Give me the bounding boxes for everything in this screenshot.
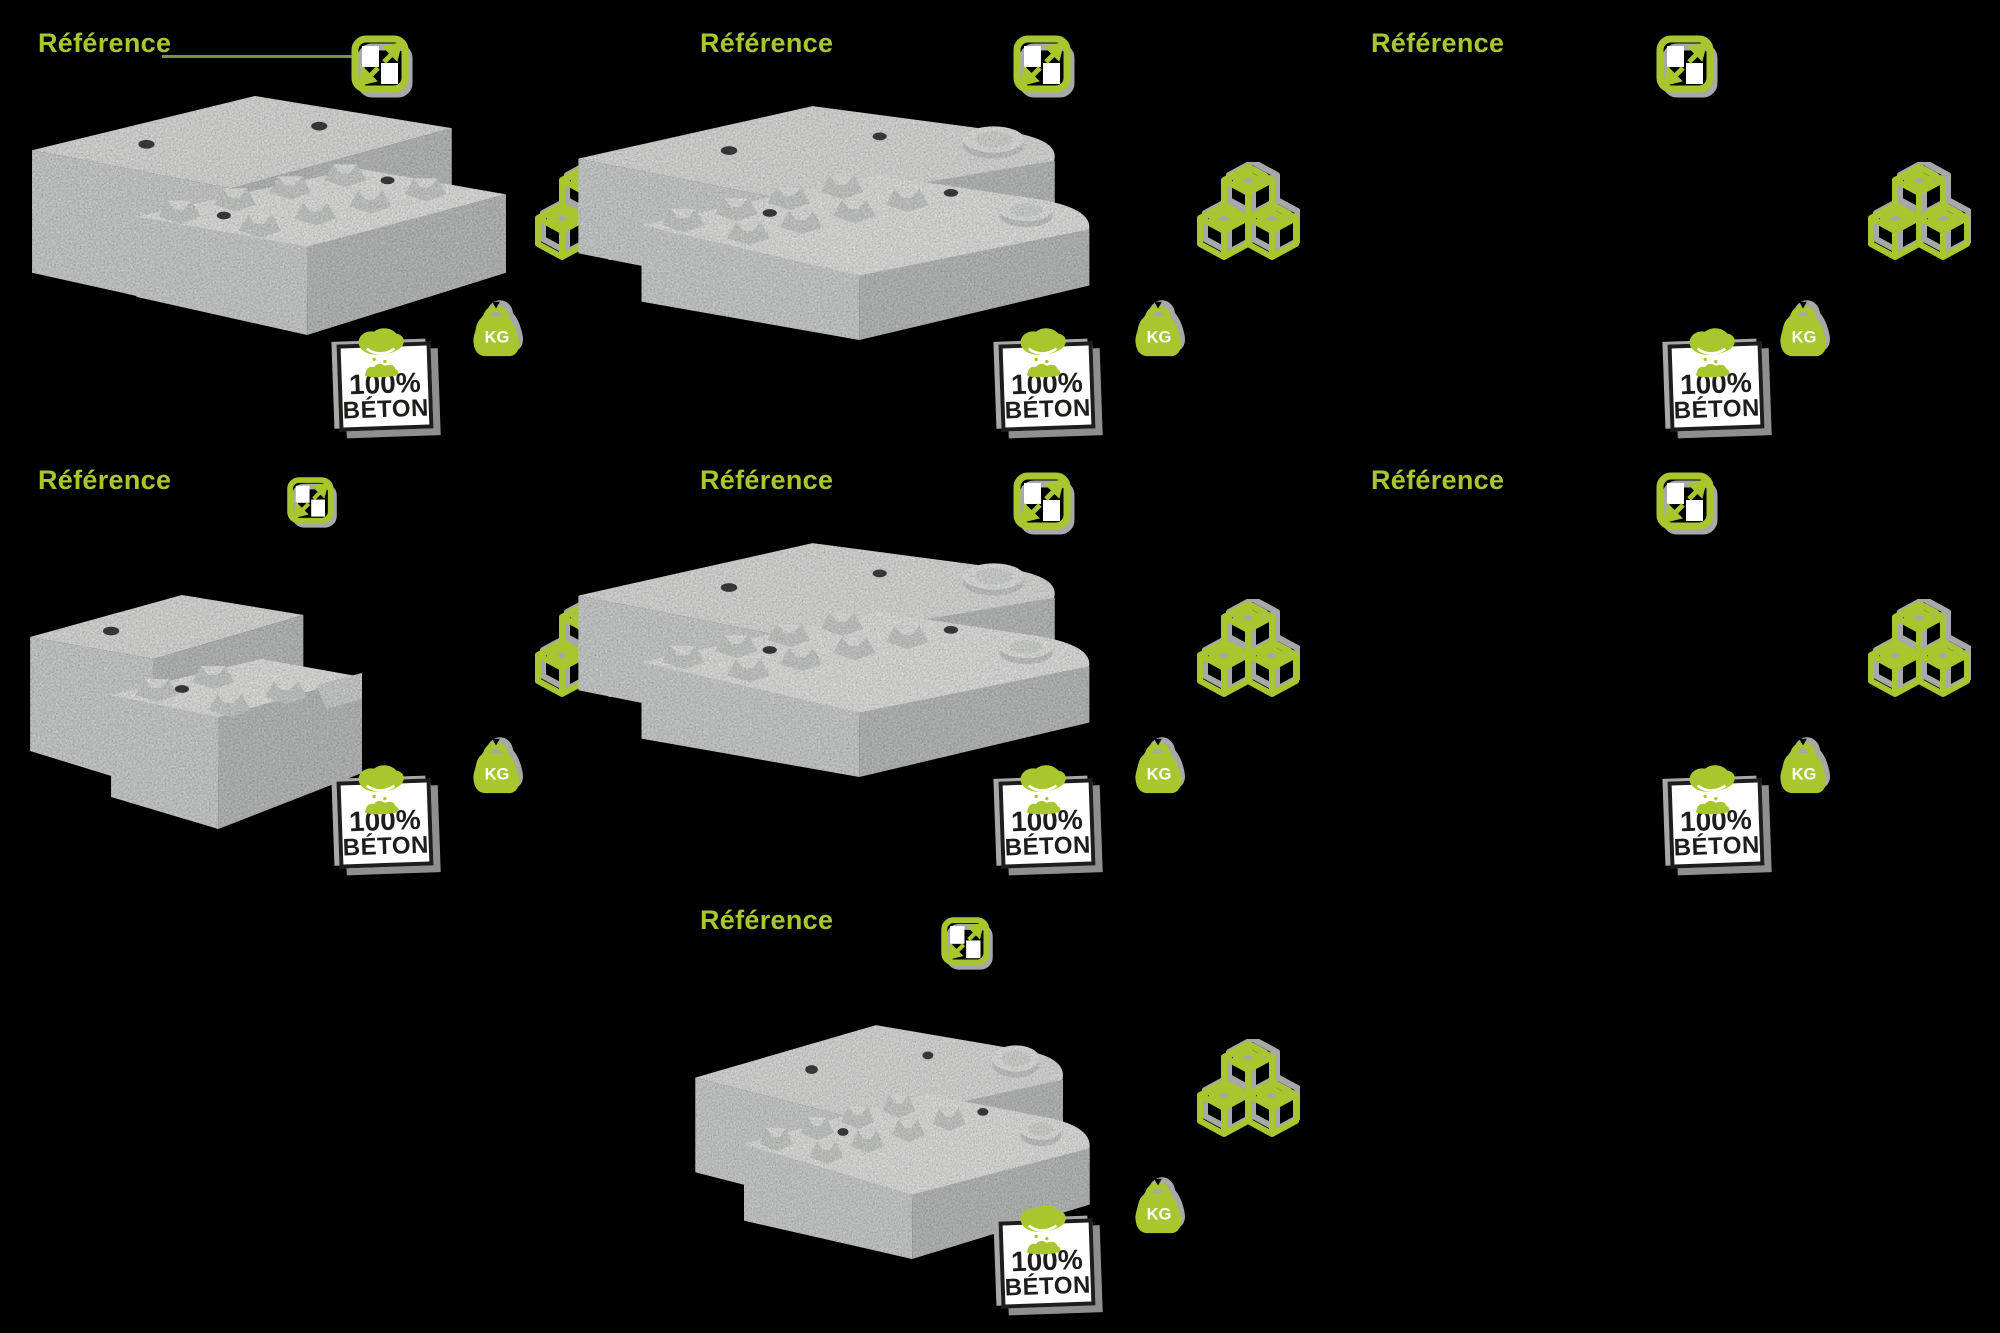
concrete-block-pair-rounded-corner — [678, 1003, 1118, 1263]
kg-weight-icon: KG — [1128, 292, 1190, 362]
cubes-stack-icon — [1868, 599, 1971, 697]
cubes-stack-icon — [1197, 162, 1300, 260]
expand-arrows-icon — [1656, 35, 1718, 98]
stacked-cubes-icon — [1867, 162, 1971, 268]
100-percent-beton-badge: 100% BÉTON — [998, 1205, 1096, 1309]
expand-arrows-icon — [1656, 472, 1718, 535]
dimensions-icon — [1655, 471, 1719, 535]
product-card: Référence KG 100% BÉTON — [1333, 437, 1993, 874]
reference-leader-line — [162, 55, 354, 58]
concrete-block-pair-long-studded — [18, 84, 510, 340]
product-card: Référence KG 100% BÉTON — [578, 0, 1322, 437]
expand-arrows-icon — [351, 35, 413, 98]
concrete-pour-hand-icon — [358, 328, 404, 378]
badge-line-beton: BÉTON — [342, 394, 430, 425]
concrete-block-pair-short-studded — [18, 537, 362, 837]
stacked-cubes-icon — [1867, 599, 1971, 705]
kettlebell-icon: KG — [1135, 1177, 1185, 1234]
kettlebell-icon: KG — [1780, 737, 1830, 794]
100-percent-beton-badge: 100% BÉTON — [336, 328, 434, 432]
expand-arrows-icon — [287, 477, 337, 528]
dimensions-icon — [286, 471, 338, 533]
reference-label: Référence — [1371, 28, 1505, 58]
badge-line-beton: BÉTON — [1673, 831, 1761, 862]
concrete-pour-hand-icon — [1689, 328, 1735, 378]
badge-line-beton: BÉTON — [1004, 1271, 1092, 1302]
concrete-pour-hand-icon — [1020, 1205, 1066, 1255]
kettlebell-icon: KG — [1135, 300, 1185, 357]
reference-label: Référence — [38, 28, 172, 58]
product-card: Référence KG 100% BÉTON — [1333, 0, 1993, 437]
cubes-stack-icon — [1197, 599, 1300, 697]
reference-label: Référence — [1371, 465, 1505, 495]
concrete-pour-hand-icon — [1020, 328, 1066, 378]
kettlebell-icon: KG — [1780, 300, 1830, 357]
dimensions-icon — [1012, 471, 1076, 535]
100-percent-beton-badge: 100% BÉTON — [998, 328, 1096, 432]
kg-weight-icon: KG — [1128, 729, 1190, 799]
badge-line-beton: BÉTON — [342, 831, 430, 862]
concrete-block-pair-rounded-end — [556, 521, 1126, 781]
dimensions-icon — [1655, 34, 1719, 98]
kg-weight-icon: KG — [466, 729, 528, 799]
kettlebell-icon: KG — [473, 737, 523, 794]
kg-label: KG — [1792, 328, 1817, 347]
dimensions-icon — [350, 34, 414, 98]
dimensions-icon — [1012, 34, 1076, 98]
expand-arrows-icon — [941, 917, 993, 970]
100-percent-beton-badge: 100% BÉTON — [1667, 328, 1765, 432]
100-percent-beton-badge: 100% BÉTON — [1667, 765, 1765, 869]
stacked-cubes-icon — [1196, 162, 1300, 268]
kg-weight-icon: KG — [1773, 729, 1835, 799]
stacked-cubes-icon — [1196, 599, 1300, 705]
100-percent-beton-badge: 100% BÉTON — [336, 765, 434, 869]
kg-weight-icon: KG — [466, 292, 528, 362]
kg-label: KG — [1147, 1205, 1172, 1224]
product-card: Référence KG 100% BÉTON — [662, 877, 1322, 1314]
concrete-pour-hand-icon — [358, 765, 404, 815]
cubes-stack-icon — [1868, 162, 1971, 260]
product-card: Référence KG 100% BÉTON — [578, 437, 1322, 874]
kg-weight-icon: KG — [1773, 292, 1835, 362]
concrete-pour-hand-icon — [1689, 765, 1735, 815]
expand-arrows-icon — [1013, 35, 1075, 98]
product-card: Référence KG 100% BÉTON — [0, 0, 660, 437]
100-percent-beton-badge: 100% BÉTON — [998, 765, 1096, 869]
badge-line-beton: BÉTON — [1004, 394, 1092, 425]
stacked-cubes-icon — [1196, 1039, 1300, 1145]
concrete-block-pair-rounded-end — [556, 84, 1126, 344]
expand-arrows-icon — [1013, 472, 1075, 535]
kg-label: KG — [485, 328, 510, 347]
kg-label: KG — [485, 765, 510, 784]
reference-label: Référence — [700, 905, 834, 935]
kg-label: KG — [1792, 765, 1817, 784]
kg-label: KG — [1147, 765, 1172, 784]
kettlebell-icon: KG — [473, 300, 523, 357]
badge-line-beton: BÉTON — [1673, 394, 1761, 425]
kg-label: KG — [1147, 328, 1172, 347]
concrete-pour-hand-icon — [1020, 765, 1066, 815]
badge-line-beton: BÉTON — [1004, 831, 1092, 862]
dimensions-icon — [940, 911, 994, 975]
reference-label: Référence — [38, 465, 172, 495]
kg-weight-icon: KG — [1128, 1169, 1190, 1239]
reference-label: Référence — [700, 28, 834, 58]
kettlebell-icon: KG — [1135, 737, 1185, 794]
cubes-stack-icon — [1197, 1039, 1300, 1137]
product-card: Référence KG 100% BÉTON — [0, 437, 660, 874]
reference-label: Référence — [700, 465, 834, 495]
